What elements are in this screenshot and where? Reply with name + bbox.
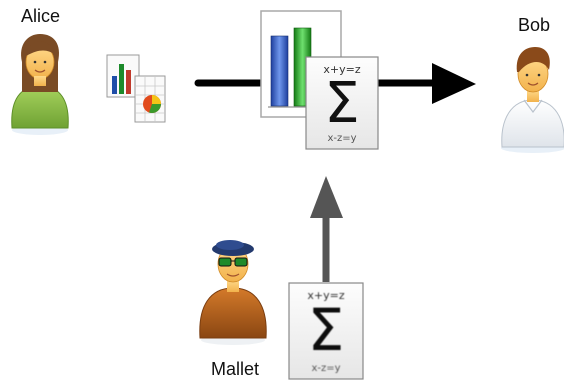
injection-arrow <box>310 176 343 282</box>
sigma-icon: Σ <box>324 71 359 136</box>
bob-avatar <box>501 47 564 153</box>
spreadsheet-documents-icon <box>106 54 166 123</box>
bob-label: Bob <box>518 15 551 35</box>
formula-top-text: x+y=z <box>323 63 360 76</box>
formula-card-top: x+y=z Σ x-z=y <box>305 56 379 150</box>
sigma-icon: Σ <box>308 296 345 364</box>
alice-avatar <box>11 34 69 135</box>
mallet-avatar <box>199 240 267 345</box>
formula-bottom-text: x-z=y <box>327 133 356 144</box>
alice-label: Alice <box>21 6 61 26</box>
mallet-label: Mallet <box>211 359 260 379</box>
formula-card-bottom: x+y=z Σ x-z=y <box>288 282 364 380</box>
formula-top-text: x+y=z <box>307 289 344 302</box>
formula-bottom-text: x-z=y <box>311 363 340 374</box>
